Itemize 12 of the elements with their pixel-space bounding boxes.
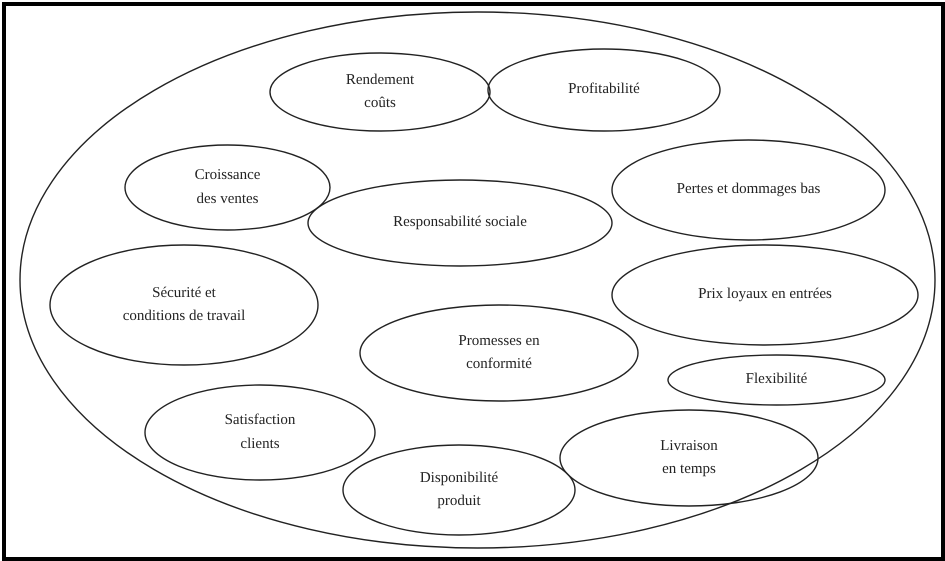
node-label: Pertes et dommages bas (676, 180, 820, 200)
node-label: Prix loyaux en entrées (698, 285, 832, 304)
node-label: Satisfaction clients (224, 411, 296, 454)
node-label: Disponibilité produit (418, 468, 500, 511)
node-label: Livraison en temps (659, 436, 719, 479)
node-label: Croissance des ventes (194, 166, 262, 208)
node-label: Rendement coûts (344, 70, 416, 113)
node-label: Profitabilité (568, 80, 640, 100)
node-label: Promesses en conformité (457, 332, 541, 374)
node-label: Sécurité et conditions de travail (122, 284, 246, 326)
node-label: Flexibilité (746, 370, 808, 390)
node-label: Responsabilité sociale (393, 213, 527, 232)
